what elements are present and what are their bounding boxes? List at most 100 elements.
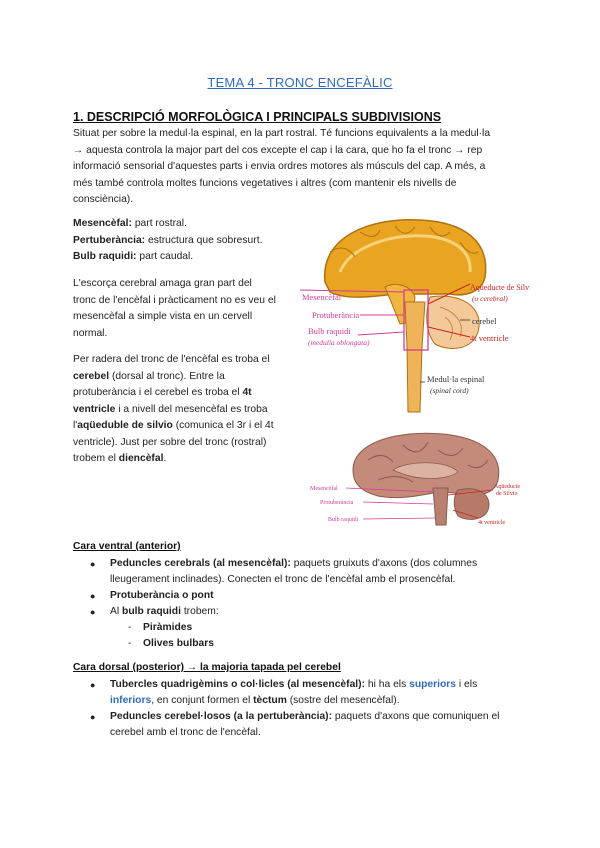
page-title: TEMA 4 - TRONC ENCEFÀLIC — [207, 75, 393, 90]
para-text: protuberància i el cerebel es troba el — [73, 387, 243, 398]
bullet-icon: ● — [90, 559, 96, 569]
item-text: Al — [110, 606, 123, 617]
ventral-list: ● Peduncles cerebrals (al mesencèfal): p… — [73, 556, 543, 652]
item-text: lleugerament inclinades). Conecten el tr… — [110, 574, 456, 585]
photo-label-aqueducte: Aqüeducte — [494, 484, 520, 490]
dorsal-heading: Cara dorsal (posterior) → la majoria tap… — [73, 662, 341, 673]
label-aqueducte: Aqüeducte de Silvio — [470, 283, 530, 292]
photo-label-bulb: Bulb raquidi — [328, 517, 358, 523]
brain-photo-brainstem — [432, 487, 449, 526]
definition-term: Pertuberància: — [73, 234, 146, 246]
term-tectum: tèctum — [253, 695, 287, 706]
photo-label-aqueducte-2: de Silvio — [496, 491, 518, 497]
list-item: ● Peduncles cerebrals (al mesencèfal): p… — [73, 556, 543, 588]
cerebellum-paragraph: Per radera del tronc de l'encèfal es tro… — [73, 352, 303, 468]
para-line: ventricle i a nivell del mesencèfal es t… — [73, 402, 303, 419]
list-item: ● Protuberància o pont — [73, 588, 543, 604]
label-medulla-latin: (spinal cord) — [430, 386, 469, 395]
term-4t: 4t — [242, 387, 252, 398]
leader-line — [362, 501, 434, 505]
brainstem-shape — [404, 301, 426, 413]
brain-photo-diagram: Mesencèfal Protuberància Bulb raquidi Aq… — [308, 430, 533, 530]
intro-line: Situat per sobre la medul·la espinal, en… — [73, 128, 491, 139]
para-text: trobem el — [73, 453, 119, 464]
para-text: l' — [73, 420, 78, 431]
brain-photo-gyri — [367, 441, 489, 483]
item-term: Tubercles quadrigèmins o col·licles (al … — [110, 679, 366, 690]
leader-line — [357, 331, 405, 336]
item-text: paquets d'axons que comuniquen el — [332, 711, 500, 722]
label-4t-ventricle: 4t ventricle — [470, 333, 509, 343]
para-line: trobem el diencèfal. — [73, 451, 303, 468]
leader-line — [447, 489, 494, 496]
item-term: Protuberància o pont — [110, 590, 214, 601]
intro-paragraph: Situat per sobre la medul·la espinal, en… — [73, 126, 533, 209]
label-medulla: Medul·la espinal — [427, 374, 485, 384]
ventral-heading: Cara ventral (anterior) — [73, 541, 181, 552]
sub-list-item: -Piràmides — [73, 620, 543, 636]
term-cerebel: cerebel — [73, 370, 110, 382]
sub-list-item: -Olives bulbars — [73, 636, 543, 652]
list-item: ● Peduncles cerebel·losos (a la pertuber… — [73, 709, 543, 741]
para-text: i a nivell del mesencèfal es troba — [115, 403, 268, 415]
label-aqueducte-2: (o cerebral) — [472, 294, 508, 303]
leader-line — [300, 289, 405, 293]
bullet-icon: ● — [90, 680, 96, 690]
section-heading: 1. DESCRIPCIÓ MORFOLÒGICA I PRINCIPALS S… — [73, 110, 442, 124]
intro-line: més també controla moltes funcions veget… — [73, 177, 457, 189]
cortex-line: L'escorça cerebral amaga gran part del — [73, 278, 252, 289]
item-term: bulb raquidi — [122, 606, 181, 617]
para-line: l'aqüeduble de silvio (comunica el 3r i … — [73, 418, 303, 435]
photo-label-protuberancia: Protuberància — [320, 500, 354, 506]
intro-line: consciència). — [73, 194, 134, 205]
term-ventricle: ventricle — [73, 403, 116, 415]
brain-photo-callosum — [392, 462, 459, 479]
term-superiors: superiors — [409, 679, 457, 690]
item-text: (sostre del mesencèfal). — [286, 695, 400, 706]
leader-line — [362, 517, 437, 520]
dash-icon: - — [128, 622, 132, 633]
bullet-icon: ● — [90, 607, 96, 617]
definition-text: part caudal. — [136, 251, 194, 262]
cerebellum-folia — [439, 306, 462, 341]
list-item: ● Tubercles quadrigèmins o col·licles (a… — [73, 677, 543, 709]
term-aqueduct: aqüeduble de silvio — [77, 420, 173, 431]
item-term: Peduncles cerebrals (al mesencèfal): — [110, 558, 291, 569]
definitions: Mesencèfal: part rostral. Pertuberància:… — [73, 216, 303, 266]
cortex-line: tronc de l'encèfal i pràcticament no es … — [73, 294, 276, 306]
bullet-icon: ● — [90, 591, 96, 601]
para-text: (dorsal al tronc). Entre la — [109, 370, 225, 382]
corpus-callosum-shape — [338, 234, 472, 273]
para-line: protuberància i el cerebel es troba el 4… — [73, 385, 303, 402]
item-text: i els — [456, 679, 478, 690]
definition-row: Pertuberància: estructura que sobresurt. — [73, 233, 303, 250]
label-bulb-latin: (medulla oblongata) — [308, 338, 370, 347]
cortex-line: mesencèfal a simple vista en un cervell — [73, 311, 253, 322]
cortex-paragraph: L'escorça cerebral amaga gran part del t… — [73, 276, 303, 342]
label-protuberancia: Protuberància — [312, 310, 359, 320]
item-text: cerebel amb el tronc de l'encèfal. — [110, 727, 261, 738]
photo-label-4t-ventricle: 4t ventricle — [478, 520, 505, 526]
para-text: . — [163, 453, 167, 464]
para-line: cerebel (dorsal al tronc). Entre la — [73, 369, 303, 386]
item-text: trobem: — [180, 606, 219, 617]
sub-list: -Piràmides -Olives bulbars — [73, 620, 543, 652]
definition-row: Mesencèfal: part rostral. — [73, 216, 303, 233]
leader-line — [427, 326, 471, 338]
item-text: hi ha els — [365, 679, 410, 690]
leader-line — [427, 283, 471, 305]
item-text: , en conjunt formen el — [151, 695, 254, 706]
dorsal-list: ● Tubercles quadrigèmins o col·licles (a… — [73, 677, 543, 741]
item-term: Peduncles cerebel·losos (a la pertuberàn… — [110, 711, 333, 722]
para-text: (comunica el 3r i el 4t — [172, 420, 274, 431]
sub-item-text: Olives bulbars — [143, 638, 214, 649]
sub-item-text: Piràmides — [143, 622, 193, 633]
bullet-icon: ● — [90, 712, 96, 722]
definition-text: estructura que sobresurt. — [145, 234, 263, 246]
leader-line — [452, 509, 479, 519]
para-line: Per radera del tronc de l'encèfal es tro… — [73, 354, 270, 365]
term-diencefal: diencèfal — [118, 453, 164, 464]
brainstem-box — [403, 289, 429, 351]
dash-icon: - — [128, 638, 132, 649]
